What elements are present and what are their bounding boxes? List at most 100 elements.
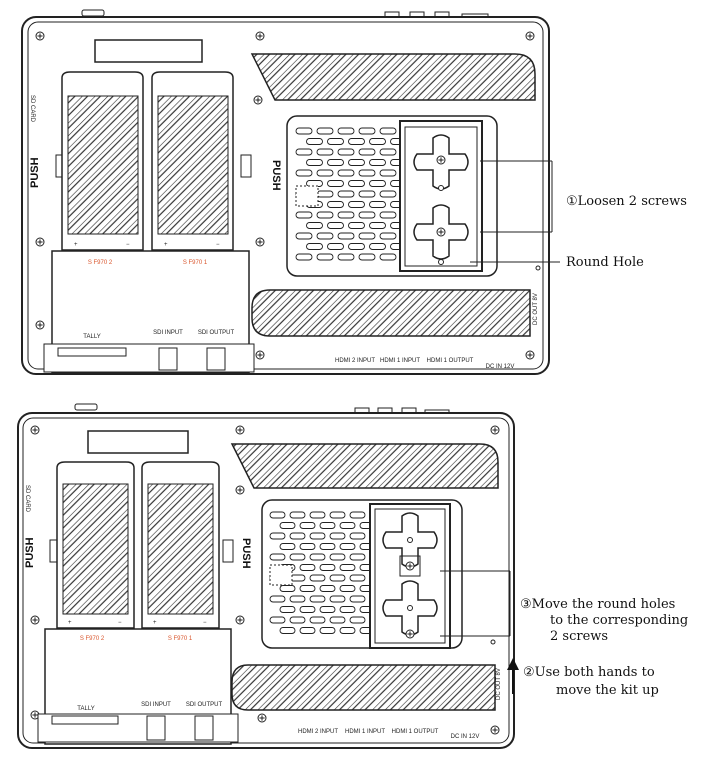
vent-slot [349, 574, 366, 582]
vent-slot [358, 169, 376, 177]
vent-slot [329, 574, 346, 582]
vent-slot [299, 606, 316, 613]
vent-slot [358, 232, 376, 240]
annotation-move-holes-line3: 2 screws [550, 629, 608, 644]
vent-slot [348, 222, 365, 229]
vent-slot [337, 127, 355, 135]
tally-port[interactable] [51, 715, 119, 725]
arrow-up-icon [507, 658, 519, 694]
vent-slot [316, 169, 334, 177]
annotation-move-holes-line2: to the corresponding [550, 613, 688, 628]
vent-top [250, 53, 536, 101]
vent-slot [279, 543, 296, 550]
push-label-right: PUSH [270, 160, 282, 191]
vent-slot [295, 232, 313, 240]
panel-before: SD CARD PUSH PUSH + − + − S F970 2 S F97… [21, 9, 687, 375]
vent-slot [289, 595, 306, 603]
battery-label-left: S F970 2 [80, 636, 105, 642]
sdi-input-port[interactable] [146, 715, 166, 741]
vent-slot [299, 522, 316, 529]
push-button-right[interactable] [222, 539, 234, 563]
vent-slot [379, 190, 397, 198]
svg-text:+: + [153, 620, 157, 626]
sdi-output-port[interactable] [206, 347, 226, 371]
vent-slot [329, 553, 346, 561]
vent-slot [348, 159, 365, 166]
vent-bottom [251, 289, 531, 337]
svg-text:−: − [203, 620, 207, 626]
vent-slot [369, 138, 386, 145]
svg-text:−: − [216, 242, 220, 248]
battery-plate-left: + − [61, 71, 144, 251]
vent-slot [319, 606, 336, 613]
svg-text:−: − [118, 620, 122, 626]
vent-slot [295, 148, 313, 156]
battery-label-right: S F970 1 [183, 260, 208, 266]
vent-slot [339, 585, 356, 592]
vent-slot [358, 127, 376, 135]
svg-text:+: + [74, 242, 78, 248]
vent-slot [358, 253, 376, 261]
sdi-input-port[interactable] [158, 347, 178, 371]
dc-out-label: DC OUT 8V [496, 668, 502, 700]
vent-slot [337, 253, 355, 261]
vent-slot [379, 232, 397, 240]
vent-slot [327, 243, 344, 250]
vent-slot [327, 222, 344, 229]
sdi-output-port[interactable] [194, 715, 214, 741]
vent-slot [349, 616, 366, 624]
annotation-both-hands-line1: ②Use both hands to [523, 665, 655, 680]
vent-slot [358, 211, 376, 219]
sdi-output-label: SDI OUTPUT [198, 330, 235, 336]
vent-slot [316, 211, 334, 219]
sdi-input-label: SDI INPUT [141, 702, 171, 708]
vent-slot [299, 543, 316, 550]
vent-slot [279, 606, 296, 613]
vent-slot [348, 138, 365, 145]
hdmi1-input-label: HDMI 1 INPUT [345, 729, 385, 735]
vent-slot [306, 243, 323, 250]
push-label-right: PUSH [240, 538, 252, 569]
push-label-left: PUSH [24, 537, 36, 568]
vent-slot [289, 616, 306, 624]
sdi-output-label: SDI OUTPUT [186, 702, 223, 708]
vent-slot [349, 532, 366, 540]
vent-slot [309, 553, 326, 561]
vent-slot [289, 553, 306, 561]
tally-port[interactable] [57, 347, 127, 357]
vent-slot [327, 159, 344, 166]
vent-slot [339, 522, 356, 529]
vent-slot [358, 190, 376, 198]
vent-slot [319, 627, 336, 634]
vent-slot [316, 190, 334, 198]
vent-slot [319, 543, 336, 550]
vent-slot [306, 159, 323, 166]
vent-slot [279, 585, 296, 592]
vent-slot [309, 511, 326, 519]
vent-slot [358, 148, 376, 156]
vent-slot [327, 180, 344, 187]
tally-label: TALLY [77, 706, 94, 712]
vent-slot [295, 169, 313, 177]
push-button-right[interactable] [240, 154, 252, 178]
dc-in-label: DC IN 12V [486, 364, 515, 370]
vent-slot [379, 127, 397, 135]
slot-grid [269, 511, 376, 634]
annotation-loosen: ①Loosen 2 screws [566, 194, 687, 209]
vent-slot [379, 148, 397, 156]
vent-slot [348, 180, 365, 187]
vent-slot [309, 532, 326, 540]
battery-plate-right: + − [151, 71, 234, 251]
vent-slot [379, 211, 397, 219]
tally-label: TALLY [83, 334, 100, 340]
vent-slot [299, 564, 316, 571]
vent-slot [337, 190, 355, 198]
vent-slot [369, 201, 386, 208]
vent-slot [279, 627, 296, 634]
vent-slot [329, 595, 346, 603]
vent-slot [269, 595, 286, 603]
vent-top [230, 443, 499, 489]
vent-slot [337, 211, 355, 219]
annotation-both-hands-line2: move the kit up [556, 683, 659, 698]
